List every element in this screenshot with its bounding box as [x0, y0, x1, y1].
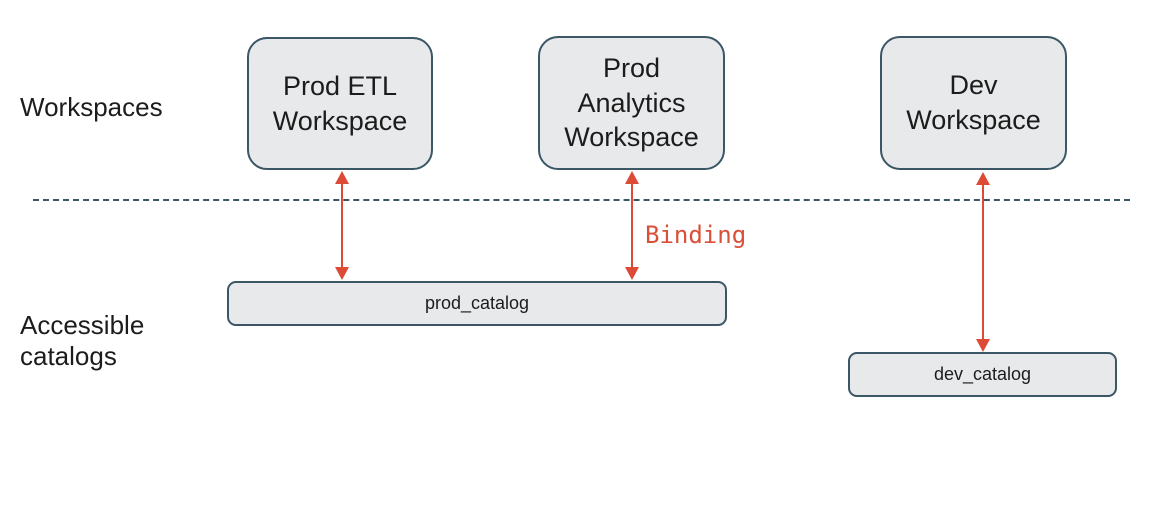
arrow-line [631, 184, 633, 267]
catalog-box-dev-catalog: dev_catalog [848, 352, 1117, 397]
accessible-catalogs-row-label: Accessible catalogs [20, 310, 145, 372]
binding-arrow-prod-etl [335, 171, 349, 280]
binding-arrow-prod-analytics [625, 171, 639, 280]
binding-arrow-dev [976, 172, 990, 352]
workspace-box-prod-etl: Prod ETL Workspace [247, 37, 433, 170]
arrowhead-down-icon [976, 339, 990, 352]
catalog-box-prod-catalog: prod_catalog [227, 281, 727, 326]
arrowhead-up-icon [976, 172, 990, 185]
workspaces-row-label: Workspaces [20, 92, 163, 122]
arrow-line [341, 184, 343, 267]
arrowhead-down-icon [335, 267, 349, 280]
workspace-box-prod-analytics: Prod Analytics Workspace [538, 36, 725, 170]
arrow-line [982, 185, 984, 339]
arrowhead-up-icon [335, 171, 349, 184]
arrowhead-down-icon [625, 267, 639, 280]
workspace-catalog-divider-line [33, 199, 1130, 201]
binding-label: Binding [645, 221, 747, 249]
arrowhead-up-icon [625, 171, 639, 184]
workspace-box-dev: Dev Workspace [880, 36, 1067, 170]
